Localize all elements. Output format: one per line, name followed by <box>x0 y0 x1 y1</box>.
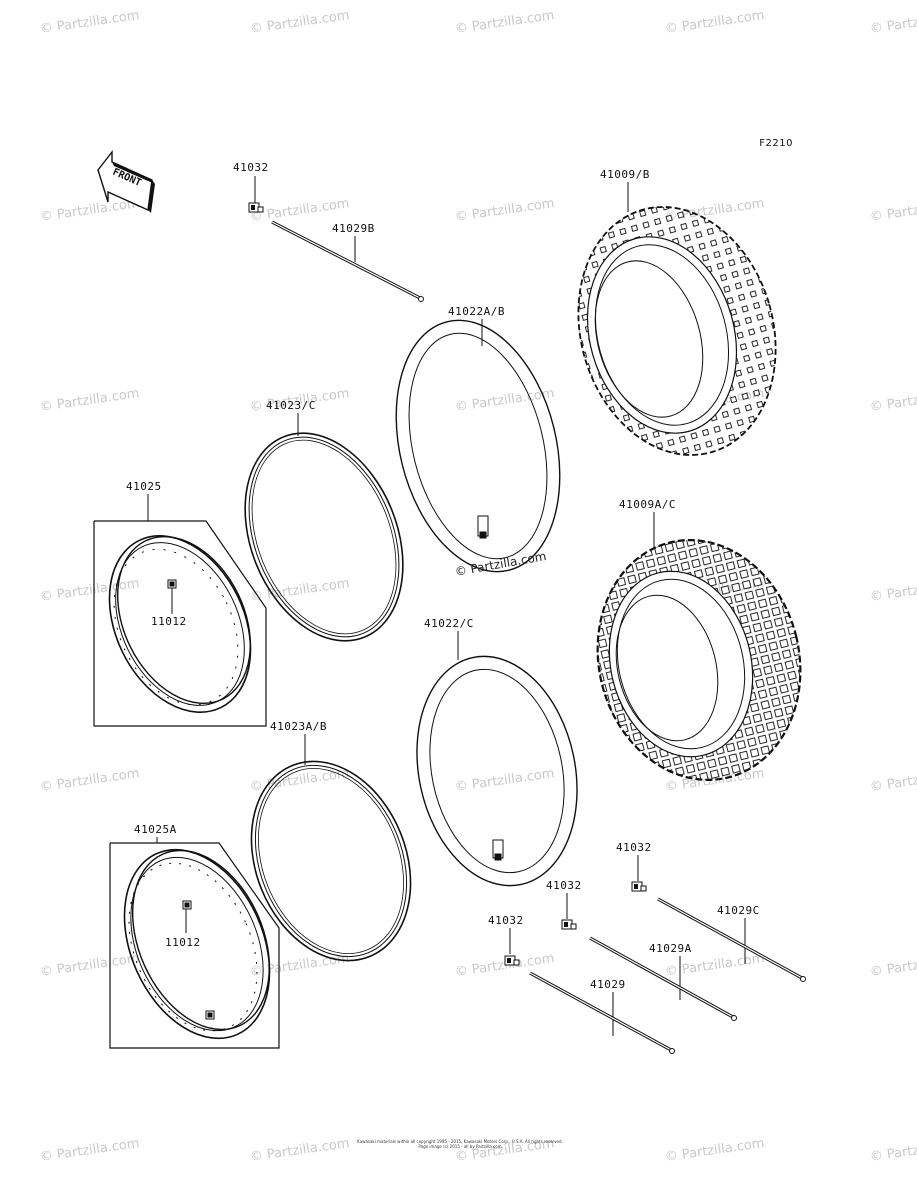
part-label-rim: 41025 <box>126 480 162 493</box>
part-label-rim-band-ab: 41023A/B <box>270 720 327 733</box>
rim-band-icon <box>244 432 404 642</box>
knobby-tire-icon <box>577 206 777 456</box>
valve-cap-icon <box>248 202 264 213</box>
part-label-spoke-set-a: 41029A <box>649 942 692 955</box>
wheel-rim-icon <box>108 535 252 713</box>
spoke-icon <box>271 220 424 302</box>
valve-cap-icon <box>561 919 577 930</box>
inner-tube-icon <box>416 655 578 887</box>
part-label-tube-ab: 41022A/B <box>448 305 505 318</box>
part-label-spoke-set-b: 41029B <box>332 222 375 235</box>
inner-tube-icon <box>395 319 561 573</box>
figure-code: F2210 <box>759 138 793 149</box>
rim-assembly-frame <box>109 842 280 1049</box>
part-label-spoke-set: 41029 <box>590 978 626 991</box>
part-label-valve-cap: 41032 <box>488 914 524 927</box>
copyright-line-1: Kawasaki materials within all copyright … <box>357 1139 563 1144</box>
part-label-valve-cap: 41032 <box>233 161 269 174</box>
part-label-tube-c: 41022/C <box>424 617 474 630</box>
rim-assembly-frame <box>93 520 267 727</box>
part-label-valve-cap: 41032 <box>546 879 582 892</box>
part-label-rim-a: 41025A <box>134 823 177 836</box>
part-label-tire-ac: 41009A/C <box>619 498 676 511</box>
spoke-icon <box>529 971 675 1054</box>
rim-band-icon <box>250 760 412 962</box>
part-label-valve-cap: 41032 <box>616 841 652 854</box>
copyright-notice: Kawasaki materials within all copyright … <box>330 1139 590 1149</box>
spoke-icon <box>657 897 806 982</box>
copyright-line-2: Page image (c) 2015 - all by Partzilla.c… <box>418 1144 502 1149</box>
part-label-spoke-set-c: 41029C <box>717 904 760 917</box>
spoke-icon <box>589 936 737 1021</box>
leader-lines <box>147 176 746 1036</box>
front-direction-arrow: FRONT <box>97 149 155 213</box>
knobby-tire-icon <box>596 539 802 781</box>
part-label-rim-nipple: 11012 <box>165 936 201 949</box>
part-label-tire-b: 41009/B <box>600 168 650 181</box>
part-label-rim-nipple: 11012 <box>151 615 187 628</box>
wheel-rim-icon <box>123 848 271 1040</box>
part-label-rim-band-c: 41023/C <box>266 399 316 412</box>
valve-cap-icon <box>631 881 647 892</box>
valve-cap-icon <box>504 955 520 966</box>
